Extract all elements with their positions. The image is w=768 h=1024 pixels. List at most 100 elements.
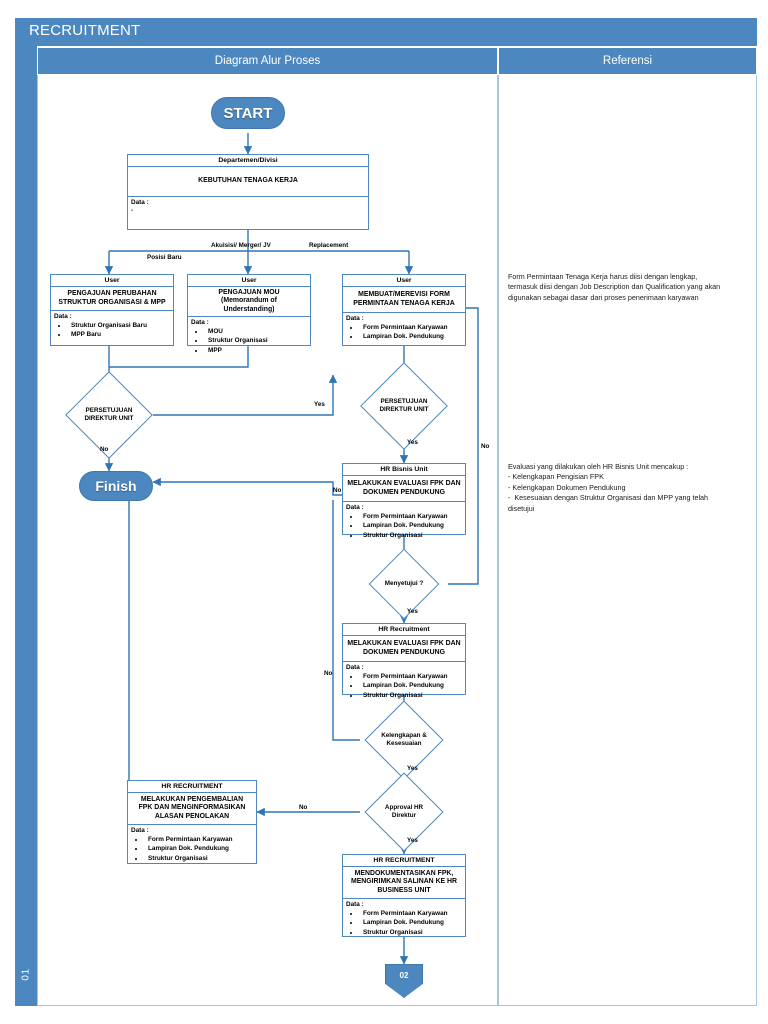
finish-terminator[interactable]: Finish <box>79 471 153 501</box>
box-action: MELAKUKAN PENGEMBALIAN FPK DAN MENGINFOR… <box>128 793 256 825</box>
process-box-pengajuan-mou[interactable]: User PENGAJUAN MOU (Memorandum of Unders… <box>187 274 311 354</box>
box-data-item-2: Lampiran Dok. Pendukung <box>145 844 253 853</box>
edge-label-yes-menyetujui: Yes <box>407 608 418 615</box>
box-data: Data : MOU Struktur Organisasi MPP <box>188 317 310 358</box>
box-data: Data : Form Permintaan Karyawan Lampiran… <box>343 313 465 345</box>
box-action-line-3: ALASAN PENOLAKAN <box>154 812 230 820</box>
decision-label: Kelengkapan & Kesesuaian <box>381 732 427 748</box>
ref-note-1-line-3: digunakan sebagai dasar dari proses pene… <box>508 292 699 302</box>
box-action: PENGAJUAN MOU (Memorandum of Understandi… <box>188 287 310 317</box>
decision-label-line-1: PERSETUJUAN <box>380 397 428 405</box>
ref-note-1-line-2: termasuk diisi dengan Job Description da… <box>508 282 721 292</box>
box-actor: HR Recruitment <box>343 624 465 636</box>
decision-persetujuan-direktur-unit-left[interactable]: PERSETUJUAN DIREKTUR UNIT <box>65 371 153 459</box>
box-data: Data : - <box>128 197 368 217</box>
box-data: Data : Form Permintaan Karyawan Lampiran… <box>343 662 465 703</box>
box-actor: User <box>51 275 173 287</box>
reference-note-1: Form Permintaan Tenaga Kerja harus diisi… <box>508 272 748 303</box>
edge-label-yes-right-diamond: Yes <box>407 439 418 446</box>
box-data-item-3: Struktur Organisasi <box>360 531 462 540</box>
box-data-item-2: Lampiran Dok. Pendukung <box>360 332 462 341</box>
ref-note-2-line-2: - Kelengkapan Pengisian FPK <box>508 472 604 482</box>
ref-note-2-line-4: - Kesesuaian dengan Struktur Organisasi … <box>508 493 709 503</box>
box-action-line-2: DOKUMEN PENDUKUNG <box>363 488 445 496</box>
decision-label: PERSETUJUAN DIREKTUR UNIT <box>380 398 429 414</box>
box-data-item-3: Struktur Organisasi <box>145 854 253 863</box>
box-data-label: Data : <box>346 504 364 511</box>
box-data-item-3: MPP <box>205 346 307 355</box>
edge-label-yes-approval: Yes <box>407 837 418 844</box>
process-flow-diagram: START Departemen/Divisi KEBUTUHAN TENAGA… <box>37 75 498 1006</box>
decision-kelengkapan-kesesuaian[interactable]: Kelengkapan & Kesesuaian <box>360 700 448 780</box>
box-actor: Departemen/Divisi <box>128 155 368 167</box>
box-data-label: Data : <box>191 319 209 326</box>
connector-label: 02 <box>399 971 409 980</box>
box-action: KEBUTUHAN TENAGA KERJA <box>128 167 368 197</box>
decision-label-line-2: DIREKTUR UNIT <box>379 406 429 413</box>
edge-label-posisi-baru: Posisi Baru <box>147 254 182 261</box>
box-data-item-3: Struktur Organisasi <box>360 691 462 700</box>
process-box-pengajuan-perubahan-struktur[interactable]: User PENGAJUAN PERUBAHAN STRUKTUR ORGANI… <box>50 274 174 346</box>
box-action-line-2: (Memorandum of <box>221 297 277 305</box>
side-tab: 01 <box>15 46 37 1006</box>
ref-note-1-line-1: Form Permintaan Tenaga Kerja harus diisi… <box>508 272 698 281</box>
box-data-label: Data : <box>346 664 364 671</box>
decision-label-line-2: Direktur <box>391 812 417 819</box>
box-action: MENDOKUMENTASIKAN FPK, MENGIRIMKAN SALIN… <box>343 867 465 899</box>
process-box-membuat-merevisi-form[interactable]: User MEMBUAT/MEREVISI FORM PERMINTAAN TE… <box>342 274 466 346</box>
edge-label-replacement: Replacement <box>309 242 349 249</box>
decision-persetujuan-direktur-unit-right[interactable]: PERSETUJUAN DIREKTUR UNIT <box>360 362 448 450</box>
decision-label-line-2: DIREKTUR UNIT <box>84 415 134 422</box>
ref-note-2-line-5: disetujui <box>508 503 535 513</box>
ref-note-2-line-1: Evaluasi yang dilakukan oleh HR Bisnis U… <box>508 462 689 471</box>
box-data-item-2: Lampiran Dok. Pendukung <box>360 681 462 690</box>
column-header-flow-label: Diagram Alur Proses <box>214 55 321 67</box>
box-actor: HR RECRUITMENT <box>343 855 465 867</box>
edge-label-yes-left-diamond: Yes <box>314 401 325 408</box>
box-actor: User <box>343 275 465 287</box>
box-actor: User <box>188 275 310 287</box>
box-action-line-1: MELAKUKAN EVALUASI FPK DAN <box>347 639 461 647</box>
decision-label: PERSETUJUAN DIREKTUR UNIT <box>85 407 134 423</box>
process-box-hr-recruitment-dokumentasi[interactable]: HR RECRUITMENT MENDOKUMENTASIKAN FPK, ME… <box>342 854 466 937</box>
box-data-item-1: Form Permintaan Karyawan <box>360 672 462 681</box>
box-action-line-1: MEMBUAT/MEREVISI FORM <box>358 290 450 298</box>
box-data-label: Data : <box>54 313 72 320</box>
edge-label-no-approval: No <box>299 804 308 811</box>
process-box-kebutuhan-tenaga-kerja[interactable]: Departemen/Divisi KEBUTUHAN TENAGA KERJA… <box>127 154 369 230</box>
box-action-line-1: MENDOKUMENTASIKAN FPK, <box>354 869 454 877</box>
edge-label-akuisisi-merger-jv: Akuisisi/ Merger/ JV <box>211 242 271 249</box>
edge-label-yes-kelengkapan: Yes <box>407 765 418 772</box>
document-title-bar: RECRUITMENT <box>15 18 757 46</box>
box-data-item-1: - <box>131 207 134 214</box>
box-action-line-2: STRUKTUR ORGANISASI & MPP <box>58 298 166 306</box>
box-action-line-1: PENGAJUAN MOU <box>218 288 280 296</box>
box-action-line-2: DOKUMEN PENDUKUNG <box>363 648 445 656</box>
box-action: PENGAJUAN PERUBAHAN STRUKTUR ORGANISASI … <box>51 287 173 311</box>
box-action: MEMBUAT/MEREVISI FORM PERMINTAAN TENAGA … <box>343 287 465 313</box>
process-box-hr-recruitment-pengembalian[interactable]: HR RECRUITMENT MELAKUKAN PENGEMBALIAN FP… <box>127 780 257 864</box>
box-action: MELAKUKAN EVALUASI FPK DAN DOKUMEN PENDU… <box>343 636 465 662</box>
box-action-line-2: PERMINTAAN TENAGA KERJA <box>353 299 455 307</box>
box-action-line-1: KEBUTUHAN TENAGA KERJA <box>198 177 298 185</box>
decision-menyetujui[interactable]: Menyetujui ? <box>360 548 448 620</box>
box-action-line-1: MELAKUKAN EVALUASI FPK DAN <box>347 479 461 487</box>
column-body-flow <box>37 75 498 1006</box>
box-data-item-2: Lampiran Dok. Pendukung <box>360 521 462 530</box>
box-data-label: Data : <box>346 315 364 322</box>
process-box-hr-recruitment-evaluasi[interactable]: HR Recruitment MELAKUKAN EVALUASI FPK DA… <box>342 623 466 699</box>
decision-label-line-1: PERSETUJUAN <box>85 406 133 414</box>
box-data-item-2: Lampiran Dok. Pendukung <box>360 918 462 927</box>
box-actor: HR Bisnis Unit <box>343 464 465 476</box>
start-terminator[interactable]: START <box>211 97 285 129</box>
process-box-hr-bisnis-unit-evaluasi[interactable]: HR Bisnis Unit MELAKUKAN EVALUASI FPK DA… <box>342 463 466 539</box>
reference-note-2: Evaluasi yang dilakukan oleh HR Bisnis U… <box>508 462 748 514</box>
decision-label: Menyetujui ? <box>385 580 423 588</box>
ref-note-2-line-3: - Kelengkapan Dokumen Pendukung <box>508 482 626 492</box>
decision-label-line-1: Kelengkapan & <box>381 731 427 739</box>
box-data-item-1: Form Permintaan Karyawan <box>145 835 253 844</box>
offpage-connector-02[interactable]: 02 <box>385 964 423 998</box>
box-action-line-3: BUSINESS UNIT <box>377 886 431 894</box>
decision-approval-hr-direktur[interactable]: Approval HR Direktur <box>360 772 448 852</box>
page-number: 01 <box>20 968 32 981</box>
